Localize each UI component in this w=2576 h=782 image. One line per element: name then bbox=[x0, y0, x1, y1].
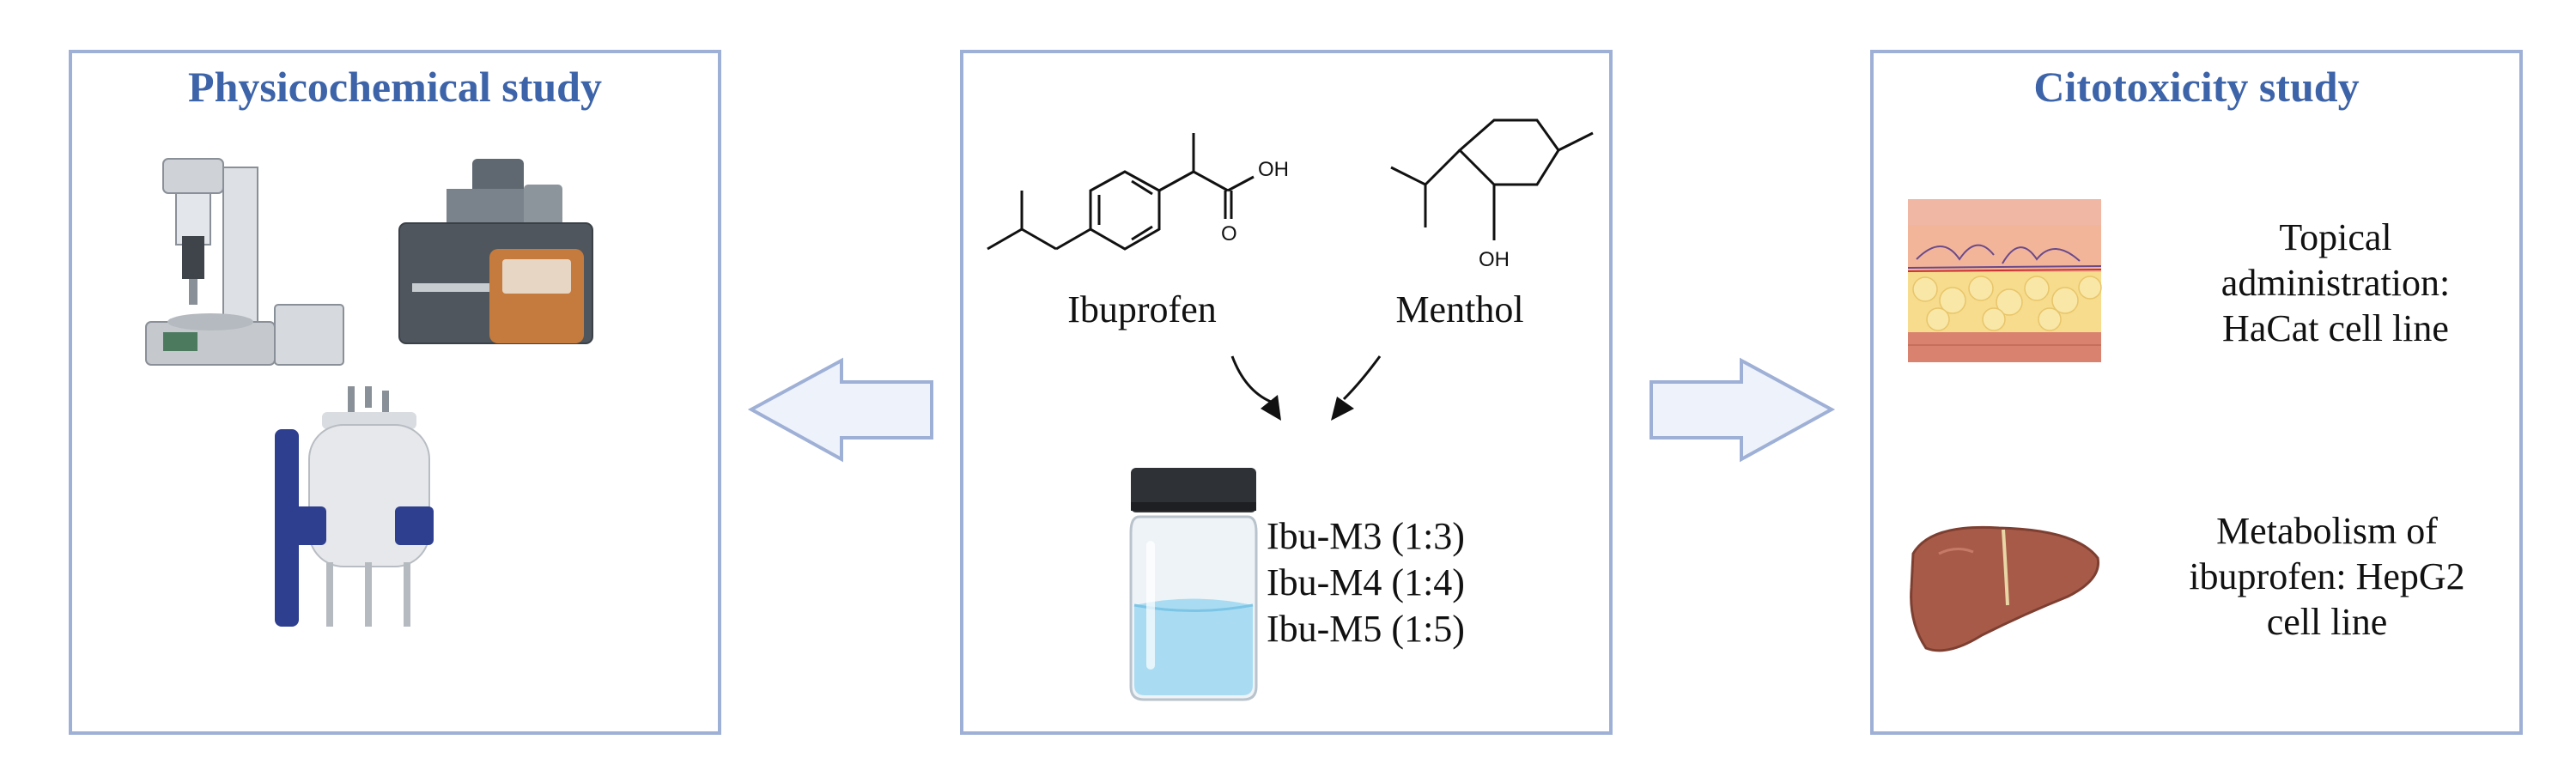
curved-arrow-icon bbox=[1331, 355, 1382, 421]
curved-arrow-icon bbox=[1230, 355, 1281, 421]
liver-icon bbox=[1910, 525, 2100, 652]
ibuprofen-structure-icon: OH O bbox=[987, 133, 1289, 251]
menthol-label: Menthol bbox=[1395, 288, 1524, 330]
topical-line: administration: bbox=[2221, 262, 2451, 304]
metabolism-line: ibuprofen: HepG2 bbox=[2189, 555, 2465, 597]
menthol-structure-icon: OH bbox=[1390, 118, 1594, 271]
physicochemical-title: Physicochemical study bbox=[188, 63, 602, 111]
mixture-list: Ibu-M3 (1:3) Ibu-M4 (1:4) Ibu-M5 (1:5) bbox=[1267, 513, 1465, 652]
right-arrow-icon bbox=[1649, 357, 1836, 463]
topical-line: HaCat cell line bbox=[2222, 307, 2449, 349]
metabolism-line: cell line bbox=[2266, 601, 2388, 643]
mixture-item: Ibu-M4 (1:4) bbox=[1267, 561, 1465, 603]
metabolism-line: Metabolism of bbox=[2216, 510, 2438, 552]
formulation-panel bbox=[960, 50, 1613, 735]
mixture-item: Ibu-M5 (1:5) bbox=[1267, 608, 1465, 650]
analyzer-icon bbox=[398, 159, 593, 344]
ibuprofen-label: Ibuprofen bbox=[1067, 288, 1217, 330]
nmr-icon bbox=[275, 386, 434, 627]
topical-line: Topical bbox=[2279, 216, 2392, 258]
ibuprofen-o-label: O bbox=[1221, 222, 1237, 246]
metabolism-description: Metabolism of ibuprofen: HepG2 cell line bbox=[2147, 508, 2507, 645]
left-arrow-icon bbox=[747, 357, 933, 463]
vial-icon bbox=[1129, 468, 1258, 701]
topical-description: Topical administration: HaCat cell line bbox=[2164, 215, 2507, 351]
skin-icon bbox=[1907, 199, 2102, 362]
cytotoxicity-title: Citotoxicity study bbox=[2033, 63, 2360, 111]
mixture-item: Ibu-M3 (1:3) bbox=[1267, 515, 1465, 557]
ibuprofen-oh-label: OH bbox=[1258, 158, 1289, 181]
menthol-oh-label: OH bbox=[1479, 248, 1510, 271]
rheometer-icon bbox=[145, 158, 344, 366]
